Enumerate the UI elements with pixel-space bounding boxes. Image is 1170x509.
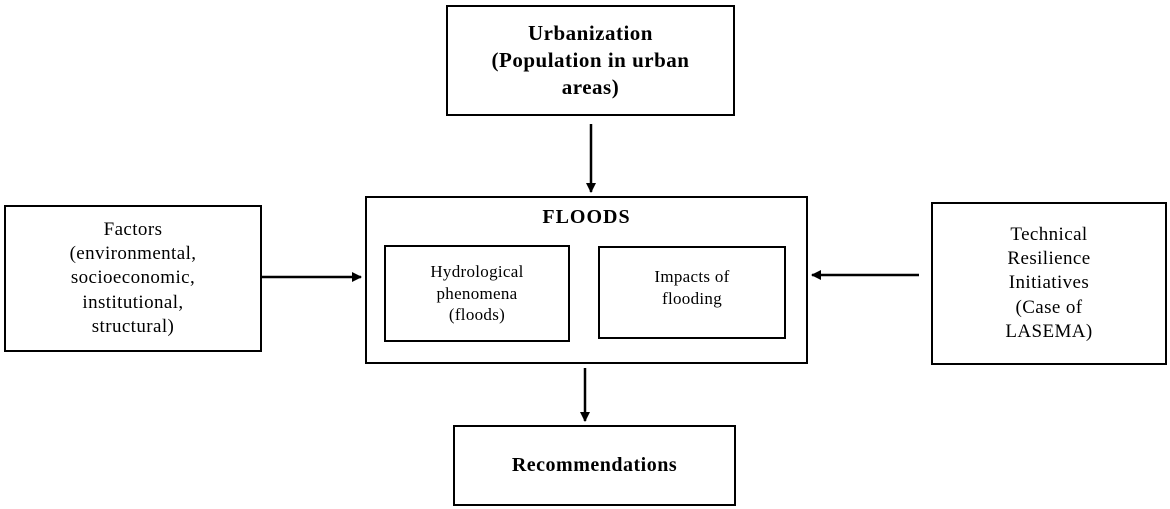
technical-resilience-box: Technical Resilience Initiatives (Case o… [931,202,1167,365]
hydrological-line-2: phenomena [436,283,518,303]
factors-box: Factors (environmental, socioeconomic, i… [4,205,262,352]
recommendations-label: Recommendations [511,454,678,476]
impacts-of-flooding-box: Impacts of flooding [598,246,786,339]
impacts-line-2: flooding [661,288,722,308]
urbanization-box: Urbanization (Population in urban areas) [446,5,735,116]
floods-title: FLOODS [542,206,631,228]
technical-line-2: Resilience [1007,248,1091,270]
recommendations-box: Recommendations [453,425,736,506]
hydrological-line-1: Hydrological [430,261,524,281]
urbanization-line-1: Urbanization [527,21,653,46]
urbanization-line-2: (Population in urban [491,48,690,73]
technical-line-1: Technical [1010,223,1088,245]
technical-line-4: (Case of [1015,296,1083,318]
factors-line-4: institutional, [82,291,184,313]
technical-line-3: Initiatives [1008,272,1090,294]
technical-line-5: LASEMA) [1005,320,1093,342]
hydrological-line-3: (floods) [448,305,506,325]
factors-line-3: socioeconomic, [70,267,196,289]
factors-line-1: Factors [103,218,163,240]
hydrological-phenomena-box: Hydrological phenomena (floods) [384,245,570,342]
impacts-line-1: Impacts of [654,267,730,286]
factors-line-2: (environmental, [69,243,197,265]
urbanization-line-3: areas) [561,74,620,99]
factors-line-5: structural) [91,315,175,337]
